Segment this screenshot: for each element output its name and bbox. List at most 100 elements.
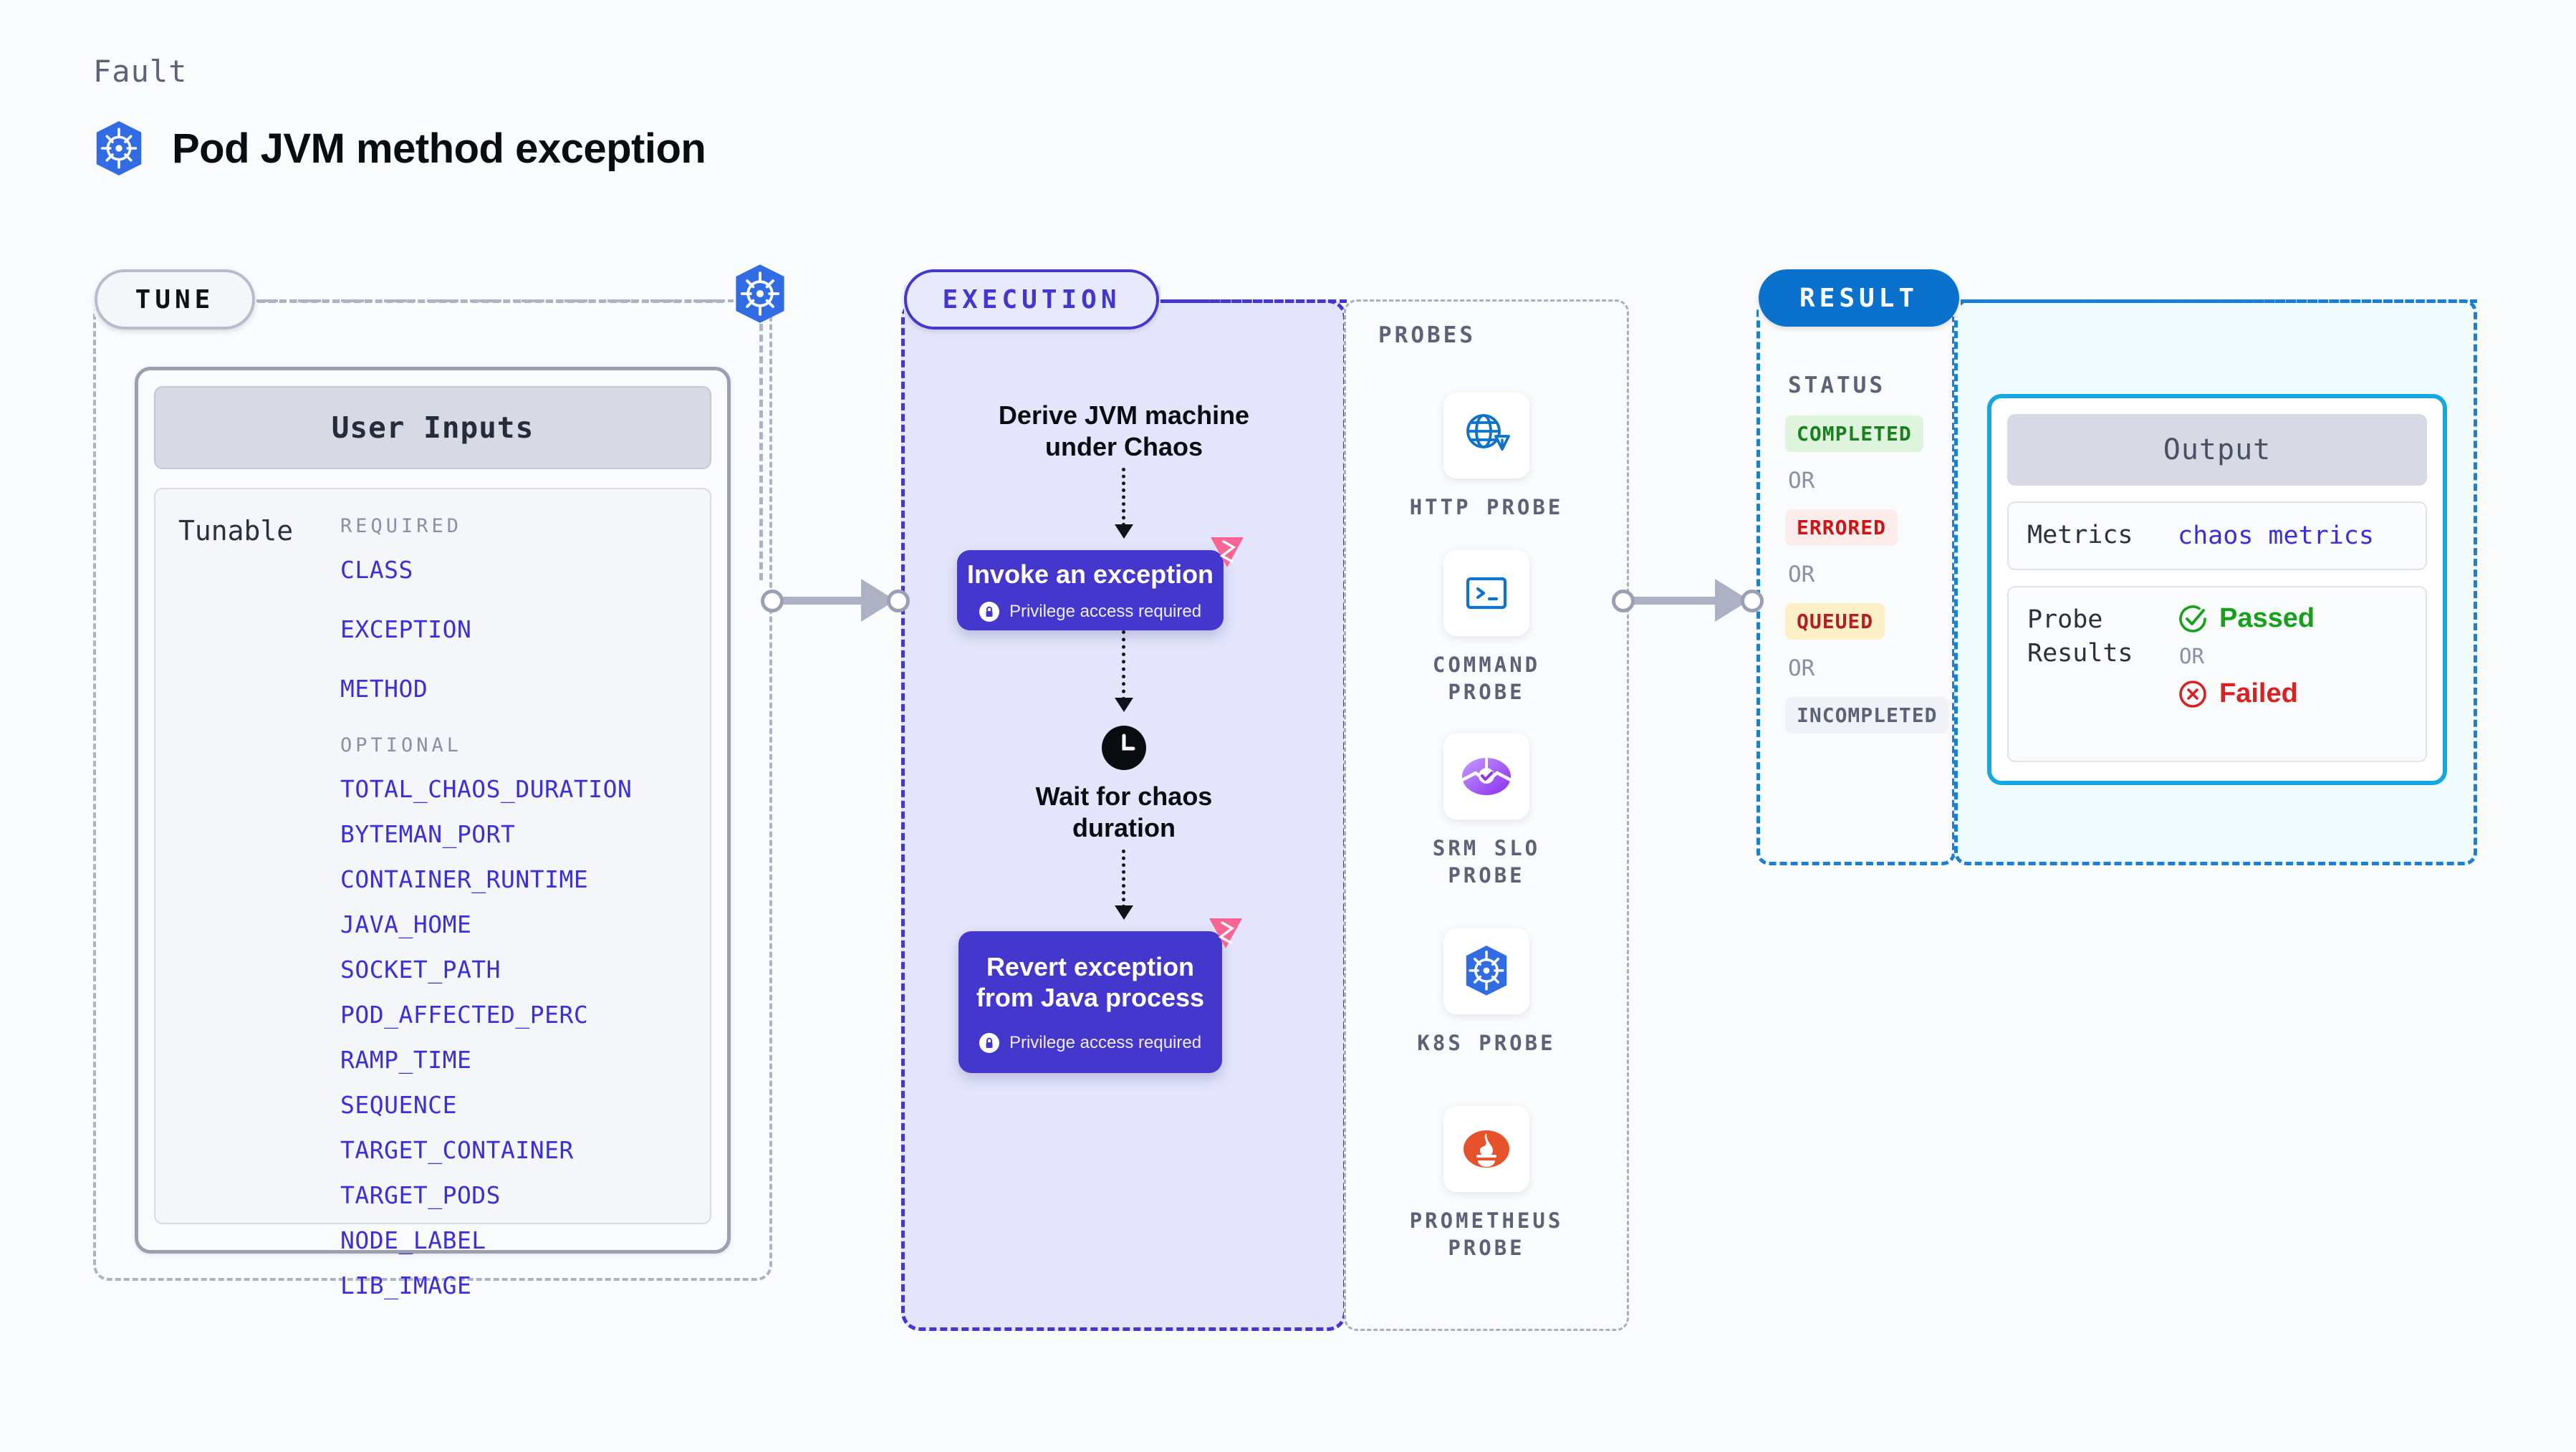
connector-dot-start [1612,590,1635,612]
result-pill[interactable]: RESULT [1759,269,1959,327]
connector-tune-to-execution [761,579,911,622]
probe-result-failed: Failed [2178,678,2315,709]
probe-label: COMMAND PROBE [1344,652,1629,706]
probe-tile [1443,1106,1529,1192]
lock-icon [979,601,999,622]
tunable-item[interactable]: TARGET_PODS [340,1181,501,1209]
execution-step-wait-line2: duration [1072,813,1176,843]
flow-arrow-head [1115,698,1133,712]
output-probe-results-values: Passed OR Failed [2178,603,2315,745]
tune-leader-line [258,299,724,303]
required-group: REQUIRED CLASS EXCEPTION METHOD [340,515,710,703]
status-list: COMPLETED OR ERRORED OR QUEUED OR INCOMP… [1785,415,1957,734]
probe-label-line1: K8S PROBE [1417,1031,1556,1055]
tunable-item[interactable]: TOTAL_CHAOS_DURATION [340,775,633,803]
chaos-badge-icon [1209,918,1242,948]
privilege-note-text: Privilege access required [1009,1033,1202,1053]
tunable-item[interactable]: LIB_IMAGE [340,1271,472,1299]
probe-tile [1443,734,1529,819]
probe-http[interactable]: HTTP PROBE [1344,393,1629,521]
x-circle-icon [2179,680,2206,708]
execution-step-wait-line1: Wait for chaos [1035,782,1213,811]
user-inputs-body: Tunable REQUIRED CLASS EXCEPTION METHOD … [154,488,711,1299]
probe-srm-slo[interactable]: SRM SLO PROBE [1344,734,1629,889]
tunable-item[interactable]: JAVA_HOME [340,910,472,938]
execution-action-invoke[interactable]: Invoke an exception Privilege access req… [957,537,1244,630]
probes-title: PROBES [1378,322,1476,348]
tunable-item[interactable]: CLASS [340,556,413,584]
execution-step-wait: Wait for chaos duration [901,781,1347,845]
output-metrics-row: Metrics chaos metrics [2007,501,2427,570]
probe-result-or: OR [2179,644,2204,668]
optional-header: OPTIONAL [340,734,463,756]
globe-warning-icon [1466,414,1510,451]
flow-arrow-head [1115,905,1133,920]
execution-action-revert[interactable]: Revert exception from Java process Privi… [958,918,1242,1073]
tunable-item[interactable]: SOCKET_PATH [340,956,501,984]
tunable-list: REQUIRED CLASS EXCEPTION METHOD OPTIONAL… [340,515,710,1299]
clock-icon [1102,726,1146,770]
execution-step-derive: Derive JVM machine under Chaos [901,400,1347,463]
probe-label-line1: COMMAND [1432,653,1541,677]
probe-label-line2: PROBE [1448,679,1525,704]
probe-label-line1: HTTP PROBE [1409,495,1564,519]
tunable-item[interactable]: RAMP_TIME [340,1046,472,1074]
tunable-item[interactable]: CONTAINER_RUNTIME [340,865,589,893]
page-title-text: Pod JVM method exception [172,125,706,172]
output-probe-results-label: Probe Results [2027,603,2178,745]
status-badge: ERRORED [1785,509,1898,546]
kubernetes-icon [736,264,784,323]
flow-arrow-line [1122,850,1125,908]
result-leader-line [1961,299,2477,303]
optional-group: OPTIONAL TOTAL_CHAOS_DURATION BYTEMAN_PO… [340,734,710,1299]
prometheus-icon [1464,1130,1509,1168]
page-title: Pod JVM method exception [93,120,706,176]
execution-step-derive-line1: Derive JVM machine [998,400,1250,430]
execution-action-revert-line2: from Java process [976,983,1205,1012]
tunable-item[interactable]: BYTEMAN_PORT [340,820,516,848]
output-metrics-label: Metrics [2027,521,2133,550]
flow-arrow-head [1115,524,1133,539]
kubernetes-icon [1466,946,1507,996]
privilege-note-text: Privilege access required [1009,601,1202,621]
connector-dot-end [1741,590,1764,612]
tunable-row-label: Tunable [178,515,294,547]
tunable-item[interactable]: POD_AFFECTED_PERC [340,1001,589,1029]
execution-action-revert-line1: Revert exception [986,951,1195,981]
probe-command[interactable]: COMMAND PROBE [1344,550,1629,706]
output-metrics-value[interactable]: chaos metrics [2178,521,2374,550]
probe-label-line2: PROBE [1448,862,1525,888]
probe-label: PROMETHEUS PROBE [1344,1208,1629,1261]
output-probe-results-row: Probe Results Passed OR Fai [2007,586,2427,762]
connector-bar [772,597,867,605]
status-badge: COMPLETED [1785,415,1923,452]
status-or: OR [1788,655,1815,681]
execution-leader-line [1160,299,1347,303]
probe-label: SRM SLO PROBE [1344,835,1629,889]
probe-label: HTTP PROBE [1344,494,1629,521]
required-header: REQUIRED [340,515,463,537]
status-or: OR [1788,468,1815,494]
probe-k8s[interactable]: K8S PROBE [1344,928,1629,1057]
probe-tile [1443,550,1529,636]
execution-step-derive-line2: under Chaos [1044,432,1203,462]
result-region [1756,299,1956,865]
tunable-item[interactable]: EXCEPTION [340,615,472,643]
flow-arrow-line [1122,468,1125,527]
execution-pill[interactable]: EXECUTION [904,269,1159,330]
tunable-item[interactable]: SEQUENCE [340,1091,457,1119]
chaos-badge-icon [1211,537,1244,567]
tune-pill[interactable]: TUNE [95,269,255,330]
tunable-item[interactable]: METHOD [340,675,428,703]
probe-label-line2: PROBE [1448,1235,1525,1260]
tunable-item[interactable]: TARGET_CONTAINER [340,1136,574,1164]
status-header: STATUS [1788,372,1885,398]
status-or: OR [1788,562,1815,587]
output-probe-results-label-line2: Results [2027,639,2133,668]
kubernetes-icon [96,121,142,176]
tunable-item[interactable]: NODE_LABEL [340,1226,486,1254]
output-probe-results-label-line1: Probe [2027,605,2103,634]
terminal-icon [1466,577,1507,610]
probe-prometheus[interactable]: PROMETHEUS PROBE [1344,1106,1629,1261]
